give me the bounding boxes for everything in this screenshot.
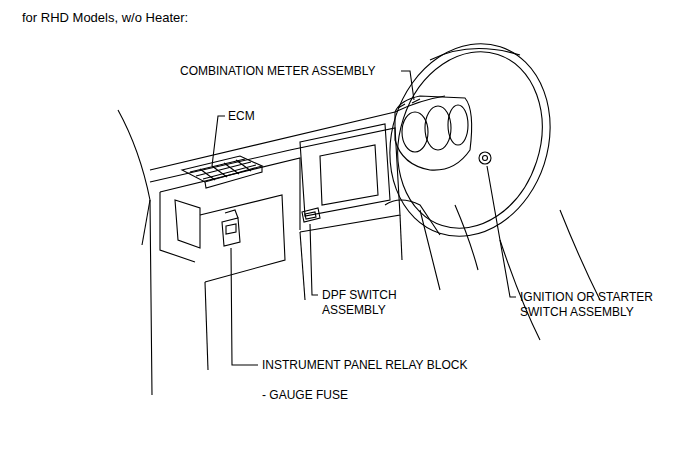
part-name: INSTRUMENT PANEL RELAY BLOCK [262,358,467,373]
fuse-name: - GAUGE FUSE [262,388,348,403]
part-name: DPF SWITCH ASSEMBLY [322,288,414,318]
part-name: IGNITION OR STARTER SWITCH ASSEMBLY [520,290,670,320]
figure-heading: for RHD Models, w/o Heater: [22,10,188,26]
part-name: ECM [228,109,255,124]
part-name: COMBINATION METER ASSEMBLY [180,64,376,79]
